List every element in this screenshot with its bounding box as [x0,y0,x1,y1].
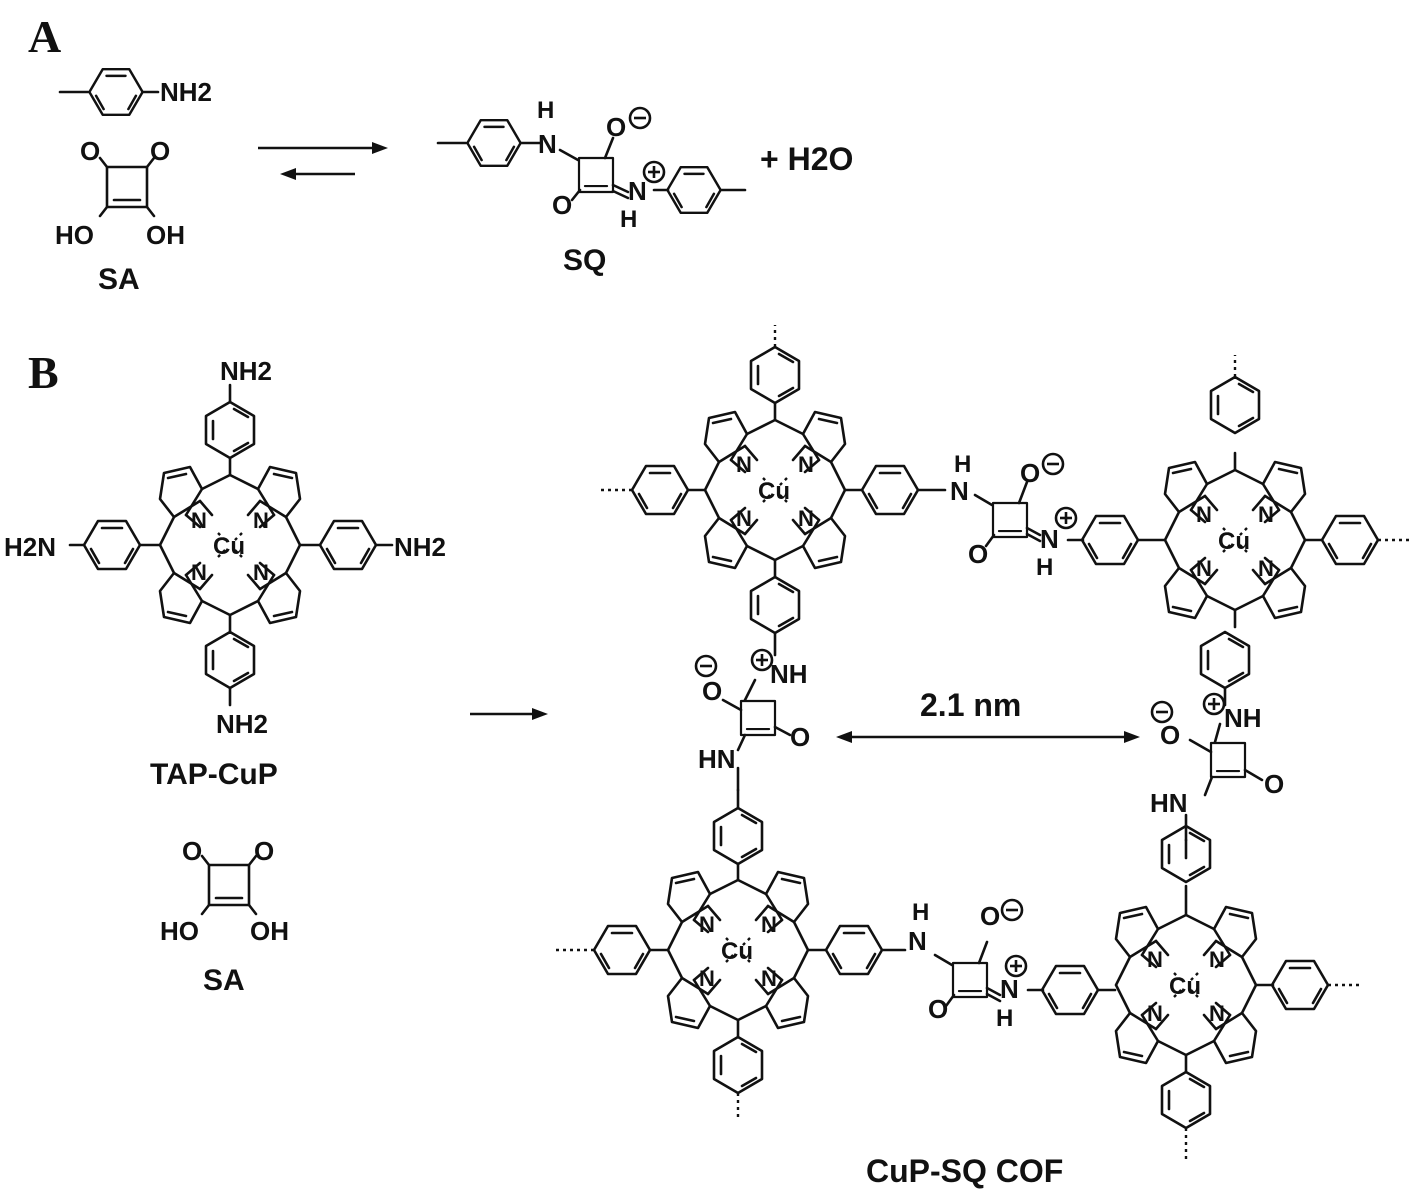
equilibrium-arrows [258,142,388,180]
negative-charge-icon [628,106,652,130]
cof-cu-1: Cu [758,478,790,505]
reaction-arrow [470,708,548,720]
acid-b-hydroxyl-left: HO [160,916,199,946]
cof-n-1d: N [798,506,814,531]
negative-charge-icon [694,654,718,678]
panel-label-b: B [28,347,59,398]
negative-charge-icon [1150,700,1174,724]
acid-a-oxygen-left: O [80,136,100,166]
cof-n-2b: N [1258,502,1274,527]
cof-n-3c: N [699,966,715,991]
sq-nh-nitrogen: N [538,129,557,159]
cof-framework-structure [555,325,1410,1160]
monomer-label: TAP-CuP [150,758,278,791]
cof-n-4b: N [1209,947,1225,972]
link-right-hn: HN [1150,788,1188,818]
link-right-o-minus: O [1160,720,1180,750]
sq-carbonyl-oxygen: O [552,190,572,220]
cof-n-4c: N [1147,1001,1163,1026]
negative-charge-icon [1000,898,1024,922]
cof-cu-3: Cu [721,938,753,965]
link-bottom-h: H [912,899,929,926]
acid-b-oxygen-left: O [182,836,202,866]
monomer-n-2: N [253,508,269,533]
byproduct-label: + H2O [760,141,853,177]
cof-n-2c: N [1196,556,1212,581]
link-bottom-o: O [928,994,948,1024]
acid-a-hydroxyl-right: OH [146,220,185,250]
acid-b-label: SA [203,964,245,997]
product-label: SQ [563,244,606,277]
positive-charge-icon [642,160,666,184]
monomer-n-4: N [253,560,269,585]
panel-label-a: A [28,11,61,62]
link-bottom-o-minus: O [980,901,1000,931]
acid-a-hydroxyl-left: HO [55,220,94,250]
link-top-o: O [968,539,988,569]
tap-cup-structure [68,383,394,707]
acid-a-label: SA [98,263,140,296]
monomer-amine-left: H2N [4,532,56,562]
squaraine-product-structure [436,118,747,215]
cof-n-2d: N [1258,556,1274,581]
monomer-cu: Cu [213,533,245,560]
monomer-n-1: N [191,508,207,533]
link-bottom-h2: H [996,1005,1013,1032]
cof-cu-2: Cu [1218,528,1250,555]
link-left-o-minus: O [702,676,722,706]
link-left-hn: HN [698,744,736,774]
cof-n-2a: N [1196,502,1212,527]
cof-n-3a: N [699,912,715,937]
link-right-nh: NH [1224,703,1262,733]
cof-n-1b: N [798,452,814,477]
link-left-nh: NH [770,659,808,689]
sq-oxide-oxygen: O [606,112,626,142]
link-bottom-n: N [908,926,927,956]
link-top-h2: H [1036,554,1053,581]
cof-n-1c: N [736,506,752,531]
link-top-h: H [954,451,971,478]
link-bottom-n-plus: N [1000,974,1019,1004]
sq-iminium-nitrogen: N [628,176,647,206]
link-right-o: O [1264,769,1284,799]
squaric-acid-a-structure [98,156,156,218]
positive-charge-icon [750,648,774,672]
positive-charge-icon [1202,692,1226,716]
cof-n-3b: N [761,912,777,937]
link-top-n: N [950,476,969,506]
acid-b-hydroxyl-right: OH [250,916,289,946]
monomer-amine-bottom: NH2 [216,709,268,739]
sq-nh-hydrogen: H [537,97,554,124]
acid-a-oxygen-right: O [150,136,170,166]
squaric-acid-b-structure [200,854,258,916]
pore-size-label: 2.1 nm [920,687,1021,723]
cof-n-3d: N [761,966,777,991]
framework-label: CuP-SQ COF [866,1153,1063,1189]
negative-charge-icon [1041,452,1065,476]
toluidine-structure [58,67,160,117]
monomer-n-3: N [191,560,207,585]
link-top-o-minus: O [1020,458,1040,488]
sq-iminium-hydrogen: H [620,206,637,233]
cof-n-4a: N [1147,947,1163,972]
monomer-amine-top: NH2 [220,356,272,386]
monomer-amine-right: NH2 [394,532,446,562]
acid-b-oxygen-right: O [254,836,274,866]
cof-cu-4: Cu [1169,973,1201,1000]
positive-charge-icon [1004,954,1028,978]
pore-size-arrow [836,731,1140,743]
link-top-n-plus: N [1040,524,1059,554]
cof-n-4d: N [1209,1001,1225,1026]
positive-charge-icon [1054,506,1078,530]
link-left-o: O [790,722,810,752]
cof-n-1a: N [736,452,752,477]
amine-group-label: NH2 [160,77,212,107]
